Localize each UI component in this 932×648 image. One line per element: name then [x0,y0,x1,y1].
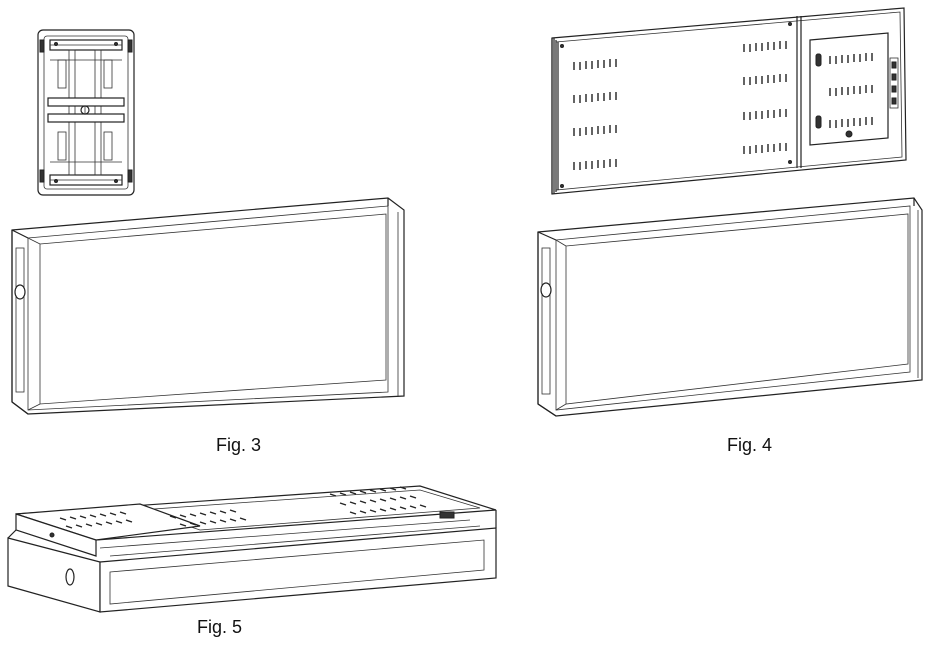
fig3-enclosure [11,197,405,415]
fig4-illustration [537,7,923,417]
fig3-caption: Fig. 3 [216,435,262,455]
fig5-caption: Fig. 5 [197,617,243,637]
fig4-display-module [551,7,907,195]
fig5-illustration [7,485,497,613]
fig4-caption: Fig. 4 [727,435,773,455]
fig4-enclosure [537,197,923,417]
fig3-illustration [11,29,405,415]
fig4-vent-slots [573,41,873,170]
fig5-enclosure-assembly [7,485,497,613]
fig3-wall-bracket [37,29,135,196]
fig5-vent-slots [59,486,427,529]
